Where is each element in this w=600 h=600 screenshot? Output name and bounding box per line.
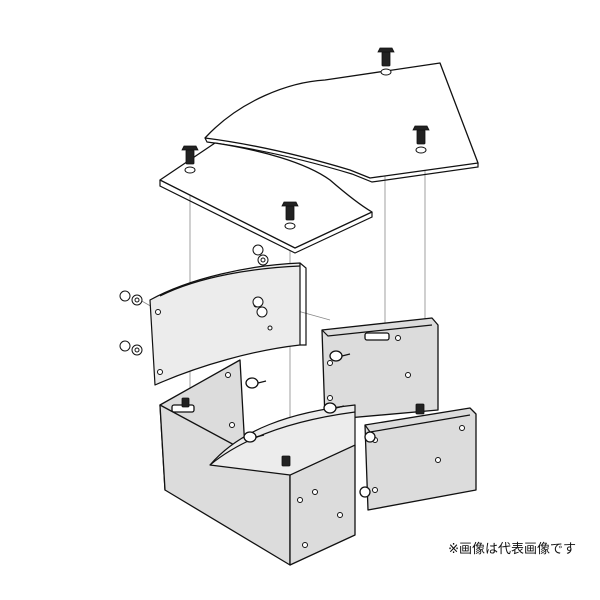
bolt-icon bbox=[359, 486, 371, 498]
wing-bolt-icon bbox=[412, 125, 430, 154]
bolt-icon bbox=[329, 350, 351, 362]
bolt-icon bbox=[364, 431, 376, 443]
right-upper-panel bbox=[321, 317, 439, 421]
representative-image-note: ※画像は代表画像です bbox=[448, 542, 576, 557]
wing-bolt-icon bbox=[281, 201, 299, 230]
round-head-bolts bbox=[181, 350, 425, 498]
front-right-connector-plate bbox=[364, 407, 477, 511]
wing-bolt-icon bbox=[181, 145, 199, 174]
washer-nut-set bbox=[252, 244, 269, 266]
bolt-icon bbox=[243, 431, 265, 443]
inner-curved-side-plate bbox=[149, 262, 307, 386]
bolt-icon bbox=[323, 402, 345, 414]
lower-curved-cover bbox=[159, 142, 373, 254]
left-washers-nuts bbox=[119, 290, 268, 356]
wing-bolt-icon bbox=[377, 47, 395, 76]
bolt-icon bbox=[245, 377, 267, 389]
nut-icon bbox=[181, 397, 425, 467]
bottom-trough-body bbox=[159, 359, 356, 566]
